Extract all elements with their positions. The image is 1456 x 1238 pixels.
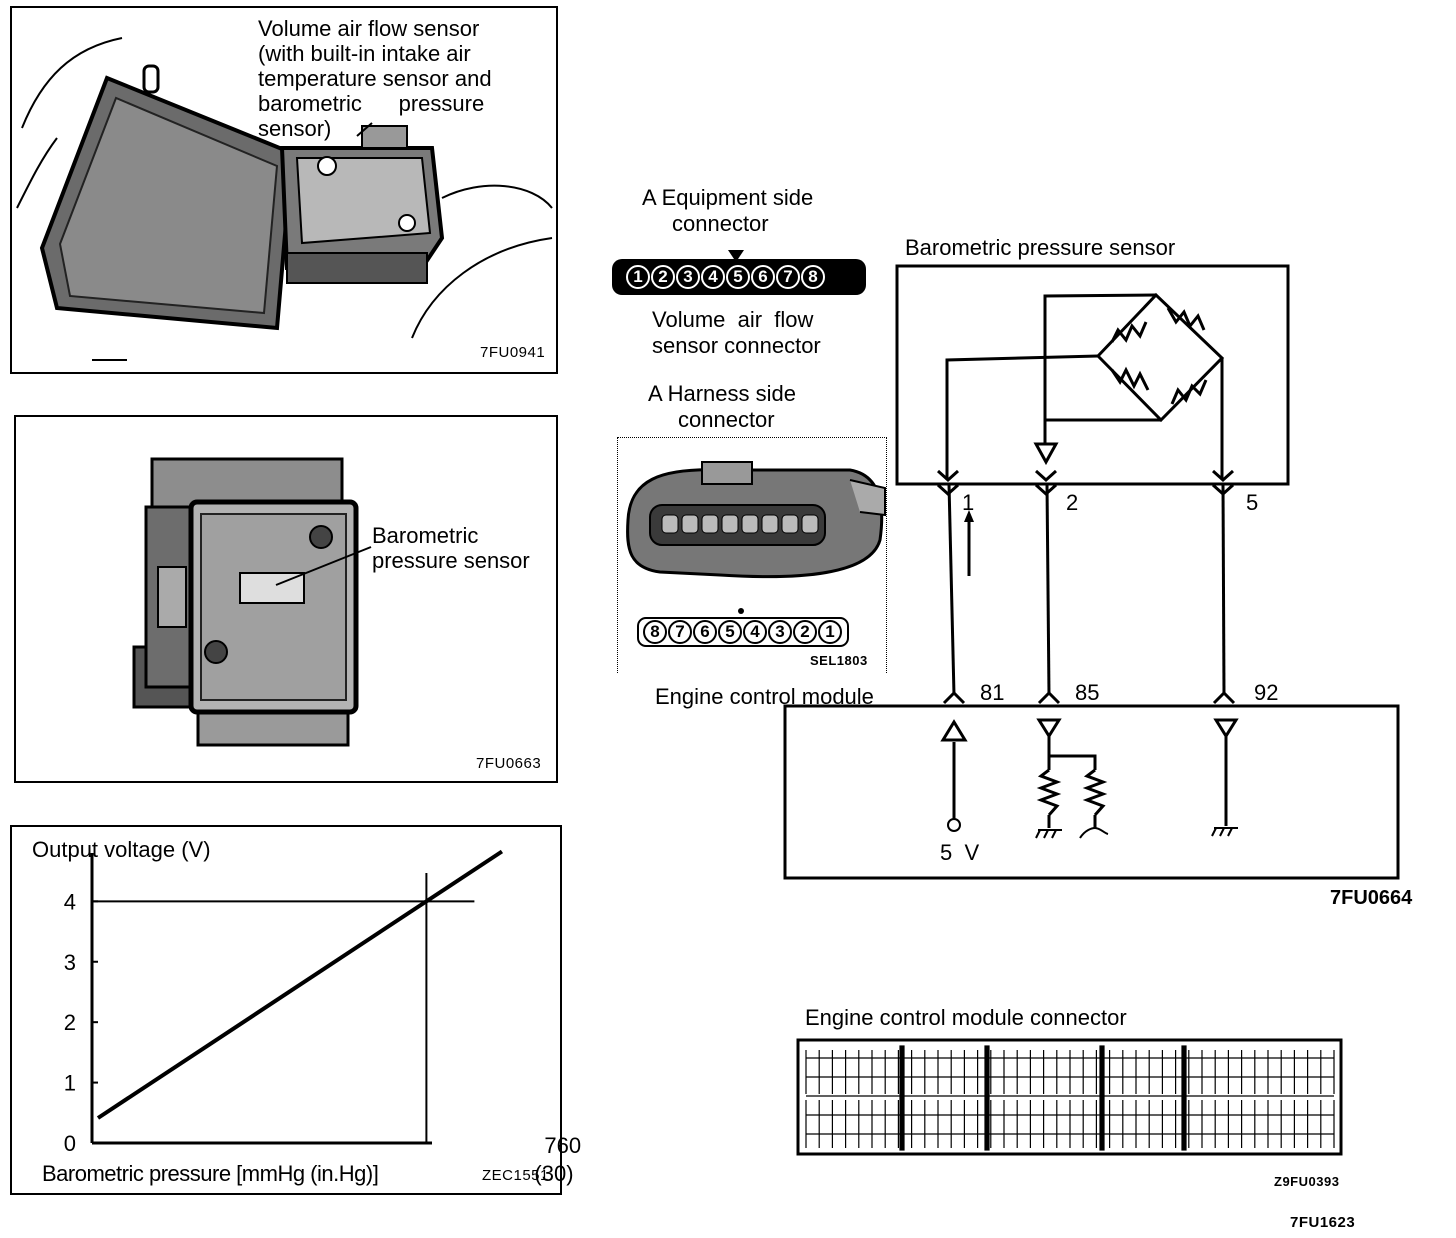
supply-voltage-label: 5 V — [940, 840, 980, 865]
connector-pin: 3 — [768, 620, 792, 644]
sensor-callout-line-3: temperature sensor and — [258, 66, 492, 91]
equip-connector-sub-1: Volume air flow — [652, 307, 814, 332]
sensor-label-line-2: pressure sensor — [372, 548, 530, 573]
connector-pin: 7 — [668, 620, 692, 644]
output-voltage-chart: 0 1 2 3 4 760 (30) Output voltage (V) Barometr… — [10, 825, 581, 1195]
sensor-callout-line-1: Volume air flow sensor — [258, 16, 480, 41]
ecm-block-separator — [899, 1045, 905, 1151]
sensor-pin-1: 1 — [962, 490, 975, 515]
sensor-module-panel: Barometric pressure sensor 7FU0663 — [14, 415, 558, 783]
x-tick-label: (30) — [534, 1161, 573, 1186]
figure-code: 7FU0664 — [1330, 887, 1413, 909]
sensor-box — [895, 264, 1290, 486]
connector-pin: 8 — [801, 265, 825, 289]
y-tick-label: 2 — [64, 1010, 76, 1035]
equip-connector-sub-2: sensor connector — [652, 333, 821, 358]
connector-pin: 6 — [751, 265, 775, 289]
sensor-location-panel: Volume air flow sensor (with built-in in… — [10, 6, 558, 374]
connector-pin: 8 — [643, 620, 667, 644]
connector-pin: 5 — [718, 620, 742, 644]
figure-code: 7FU0663 — [476, 755, 542, 772]
connector-pin: 7 — [776, 265, 800, 289]
equip-connector-label-1: A Equipment side — [642, 185, 814, 210]
equip-connector-label-2: connector — [672, 211, 769, 236]
sensor-callout-line-2: (with built-in intake air — [258, 41, 471, 66]
series-line — [96, 849, 504, 1120]
ecm-block-separator — [1181, 1045, 1187, 1151]
harness-connector-frame — [617, 437, 887, 673]
module-pin-92: 92 — [1254, 680, 1279, 705]
connector-pin: 2 — [651, 265, 675, 289]
module-box — [783, 704, 1400, 880]
sensor-pin-2: 2 — [1066, 490, 1079, 515]
connector-pin: 2 — [793, 620, 817, 644]
sensor-callout-line-5: sensor) — [258, 116, 332, 141]
connector-pin: 6 — [693, 620, 717, 644]
page-code: 7FU1623 — [1290, 1214, 1356, 1231]
sensor-circuit-label: Barometric pressure sensor — [905, 235, 1176, 260]
harness-connector-label-2: connector — [678, 407, 775, 432]
sensor-label-line-1: Barometric — [372, 523, 479, 548]
module-pin-81: 81 — [980, 680, 1005, 705]
chart-xlabel: Barometric pressure [mmHg (in.Hg)] — [42, 1161, 379, 1186]
chart-plot: 0 1 2 3 4 760 (30) — [64, 849, 581, 1186]
sensor-pin-5: 5 — [1246, 490, 1259, 515]
connector-pin: 3 — [676, 265, 700, 289]
x-tick-label: 760 — [544, 1133, 581, 1158]
air-flow-sensor-illustration — [16, 37, 553, 361]
ecm-block-separator — [1099, 1045, 1105, 1151]
ecm-block-separator — [984, 1045, 990, 1151]
module-pin-85: 85 — [1075, 680, 1100, 705]
y-tick-label: 1 — [64, 1071, 76, 1096]
y-tick-label: 3 — [64, 950, 76, 975]
connector-pin: 1 — [818, 620, 842, 644]
sensor-callout-line-4: barometric pressure — [258, 91, 485, 116]
connector-pin: 1 — [626, 265, 650, 289]
connector-pin: 4 — [743, 620, 767, 644]
figure-code: ZEC1551 — [482, 1167, 549, 1184]
connector-pin: 5 — [726, 265, 750, 289]
connector-pin: 4 — [701, 265, 725, 289]
figure-code: 7FU0941 — [480, 344, 546, 361]
y-tick-label: 0 — [64, 1131, 76, 1156]
barometric-sensor-illustration — [132, 457, 372, 747]
figure-code: Z9FU0393 — [1274, 1174, 1340, 1189]
chart-ylabel: Output voltage (V) — [32, 837, 211, 862]
harness-connector-label-1: A Harness side — [648, 381, 796, 406]
ecm-connector-title: Engine control module connector — [805, 1005, 1127, 1030]
figure-code: SEL1803 — [810, 653, 868, 668]
module-circuit-label: Engine control module — [655, 684, 874, 709]
y-tick-label: 4 — [64, 889, 76, 914]
